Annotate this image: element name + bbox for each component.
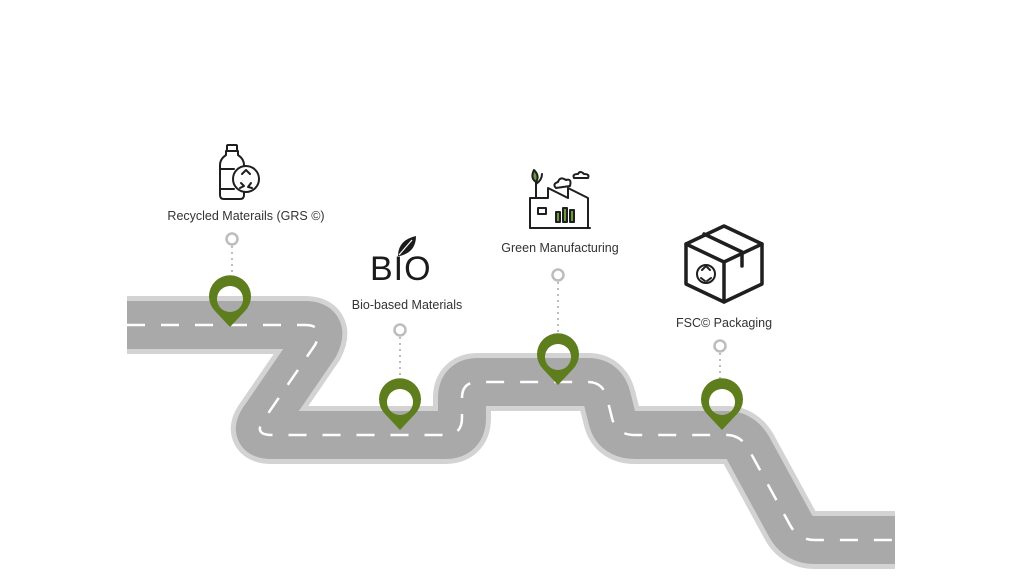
map-pin-icon — [537, 333, 579, 385]
green-factory-icon — [529, 169, 591, 229]
map-pin-icon — [209, 275, 251, 327]
recycled-bottle-icon — [219, 144, 260, 200]
map-pin-icon — [701, 378, 743, 430]
pins — [209, 275, 743, 430]
connector-dot-4 — [713, 339, 727, 353]
road — [127, 296, 895, 569]
milestone-label-fsc-packaging: FSC© Packaging — [675, 316, 773, 330]
connectors — [225, 232, 727, 382]
bio-logo-text: BIO — [370, 250, 432, 288]
map-pin-icon — [379, 378, 421, 430]
milestone-label-green-manufacturing: Green Manufacturing — [501, 241, 619, 255]
recycle-box-icon — [684, 224, 764, 304]
milestone-label-bio-based-materials: Bio-based Materials — [351, 298, 463, 312]
lane-marking — [127, 323, 895, 542]
bio-leaf-icon — [398, 236, 416, 256]
connector-dot-1 — [225, 232, 239, 246]
connector-dot-2 — [393, 323, 407, 337]
milestone-label-recycled-materials: Recycled Materails (GRS ©) — [167, 209, 325, 223]
connector-dot-3 — [551, 268, 565, 282]
